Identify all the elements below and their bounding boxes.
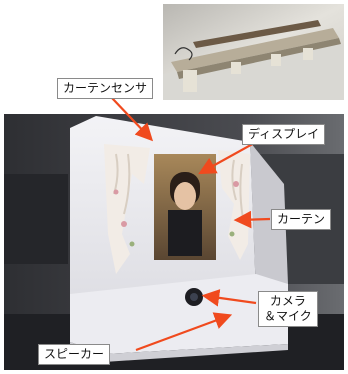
curtain-rail (171, 28, 339, 72)
curtain-sensor-text: カーテンセンサ (63, 81, 148, 95)
camera-mic-label: カメラ ＆マイク (258, 291, 318, 327)
arrow-curtain-sensor (111, 97, 154, 142)
sensor-wire (174, 47, 193, 61)
arrow-camera (201, 289, 257, 307)
camera-text: カメラ (269, 294, 306, 308)
curtain-rail-illustration (163, 4, 344, 100)
device-base (70, 274, 288, 354)
face-on-screen (174, 182, 196, 210)
curtain-text: カーテン (277, 212, 326, 226)
arrow-display (198, 140, 259, 175)
left-curtain (104, 144, 150, 274)
curtain-rail-photo (163, 4, 344, 100)
rail-bracket (183, 70, 197, 92)
curtain-label: カーテン (271, 209, 332, 230)
display-label: ディスプレイ (242, 124, 326, 145)
right-curtain (218, 150, 250, 260)
speaker-label: スピーカー (38, 344, 111, 365)
sensor-bar (193, 20, 321, 48)
speaker-text: スピーカー (44, 347, 105, 361)
display-text: ディスプレイ (248, 127, 320, 141)
arrow-curtain (233, 210, 271, 229)
mic-text: ＆マイク (264, 309, 312, 323)
curtain-sensor-label: カーテンセンサ (57, 78, 154, 99)
arrow-speaker (135, 312, 233, 352)
